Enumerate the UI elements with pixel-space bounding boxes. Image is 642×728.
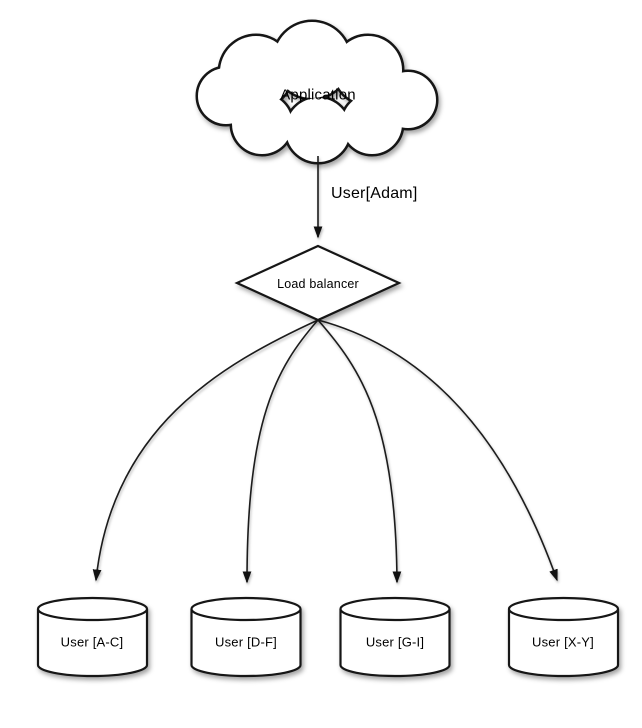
edge-lb-to-shard-1 bbox=[92, 319, 319, 582]
application-label: Application bbox=[280, 86, 356, 104]
db-cylinder-3 bbox=[339, 596, 451, 678]
db-cylinder-1 bbox=[36, 596, 149, 678]
application-cloud bbox=[195, 19, 439, 165]
db-label-3: User [G-I] bbox=[365, 634, 425, 650]
edge-lb-to-shard-4 bbox=[317, 319, 558, 582]
edge-lb-to-shard-3 bbox=[317, 319, 402, 584]
edge-user-adam-label: User[Adam] bbox=[331, 185, 418, 202]
db-label-1: User [A-C] bbox=[60, 634, 124, 650]
edge-lb-to-shard-2 bbox=[242, 319, 319, 584]
db-label-4: User [X-Y] bbox=[532, 634, 594, 650]
db-cylinder-4 bbox=[507, 596, 620, 678]
connectors bbox=[92, 156, 558, 584]
db-label-2: User [D-F] bbox=[215, 634, 277, 650]
load-balancer-label: Load balancer bbox=[277, 277, 359, 291]
db-cylinder-2 bbox=[190, 596, 302, 678]
load-balancer-diamond bbox=[234, 244, 402, 322]
